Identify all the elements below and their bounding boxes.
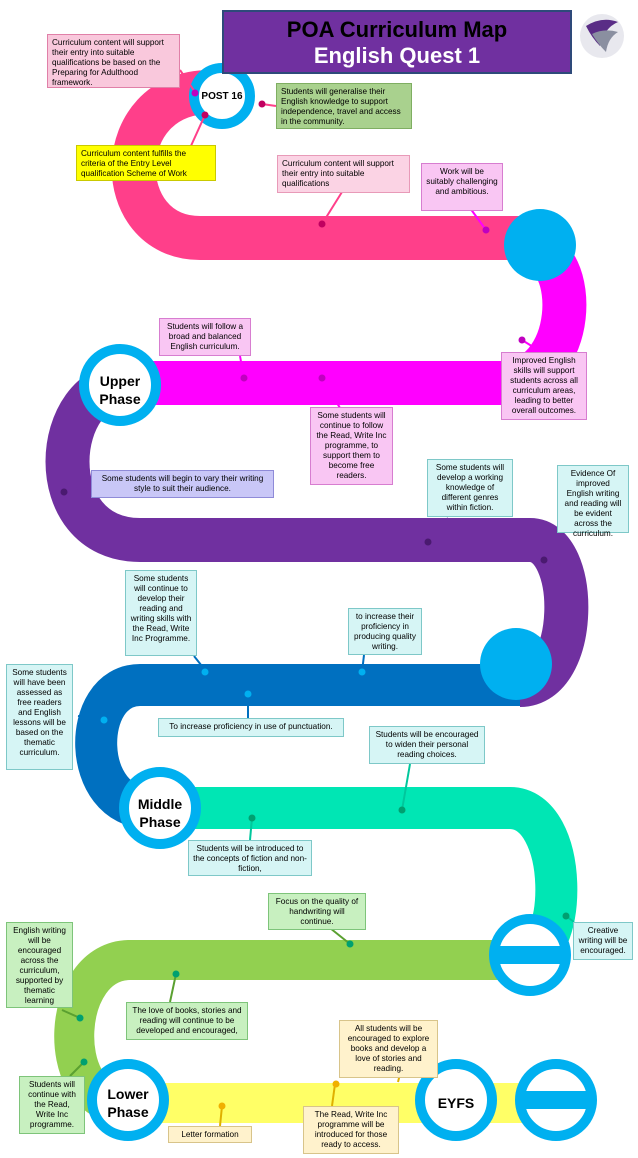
note-middle-develop: Some students will continue to develop t… [125,570,197,656]
upper-phase-line-1: Upper [99,373,141,389]
note-eyfs-letter: Letter formation [168,1126,252,1143]
title-line-2: English Quest 1 [313,43,481,68]
lower-phase-label: Lower Phase [96,1085,160,1121]
school-logo [578,12,626,60]
upper-road-purple [45,361,589,707]
note-middle-punctuation: To increase proficiency in use of punctu… [158,718,344,737]
middle-phase-line-2: Phase [139,814,181,830]
page-title: POA Curriculum Map English Quest 1 [222,10,572,74]
note-middle-assessed: Some students will have been assessed as… [6,664,73,770]
note-post16-framework: Curriculum content will support their en… [47,34,180,88]
upper-phase-circle [79,344,161,426]
note-lower-handwriting: Focus on the quality of handwriting will… [268,893,366,930]
note-lower-love: The love of books, stories and reading w… [126,1002,248,1040]
note-eyfs-explore: All students will be encouraged to explo… [339,1020,438,1078]
note-upper-work: Work will be suitably challenging and am… [421,163,503,211]
middle-turn-circle [480,628,552,700]
note-middle-fiction: Students will be introduced to the conce… [188,840,312,876]
note-middle-proficiency: to increase their proficiency in produci… [348,608,422,655]
title-line-1: POA Curriculum Map [286,17,508,42]
upper-phase-line-2: Phase [99,391,141,407]
middle-phase-line-1: Middle [137,796,183,812]
note-eyfs-rwi: The Read, Write Inc programme will be in… [303,1106,399,1154]
note-upper-improved: Improved English skills will support stu… [501,352,587,420]
upper-road-magenta [130,228,587,405]
upper-phase-label: Upper Phase [88,372,152,408]
middle-phase-circle [119,767,201,849]
note-upper-genres: Some students will develop a working kno… [427,459,513,517]
note-upper-entry: Curriculum content will support their en… [277,155,410,193]
post16-label: POST 16 [201,91,243,102]
note-post16-generalise: Students will generalise their English k… [276,83,412,129]
lower-phase-line-1: Lower [107,1086,149,1102]
note-lower-rwi: Students will continue with the Read, Wr… [19,1076,85,1134]
lower-phase-circle [87,1059,169,1141]
note-upper-evidence: Evidence Of improved English writing and… [557,465,629,538]
note-middle-widen: Students will be encouraged to widen the… [369,726,485,764]
upper-turn-circle [504,209,576,281]
note-post16-entry-level: Curriculum content fulfills the criteria… [76,145,216,181]
lower-phase-line-2: Phase [107,1104,149,1120]
note-upper-vary: Some students will begin to vary their w… [91,470,274,498]
note-lower-across: English writing will be encouraged acros… [6,922,73,1008]
note-lower-creative: Creative writing will be encouraged. [573,922,633,960]
eyfs-circle [415,1059,497,1141]
eyfs-label: EYFS [437,1095,475,1111]
note-upper-broad: Students will follow a broad and balance… [159,318,251,356]
note-upper-rwi: Some students will continue to follow th… [310,407,393,485]
middle-phase-label: Middle Phase [126,795,194,831]
